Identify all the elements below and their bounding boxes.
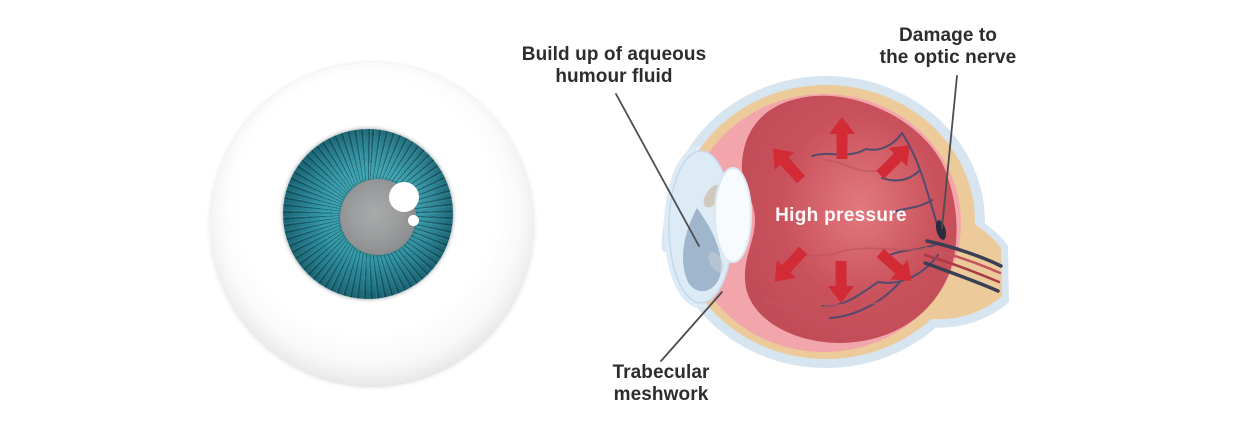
lens [714, 167, 752, 263]
aqueous-humour-buildup [682, 208, 722, 292]
pressure-arrow-down-right [876, 248, 912, 282]
leader-line-optic-nerve [941, 75, 958, 229]
pressure-arrows [772, 117, 912, 303]
label-high-pressure: High pressure [775, 205, 907, 226]
label-trabecular-meshwork: Trabecular meshwork [612, 362, 710, 406]
pressure-arrow-up [829, 117, 855, 159]
leader-line-aqueous [615, 93, 700, 247]
label-optic-nerve-damage: Damage to the optic nerve [879, 25, 1017, 69]
pressure-arrow-up-left [772, 148, 806, 184]
pressure-arrow-down-left [774, 246, 808, 282]
eye-highlight-small [408, 215, 419, 226]
pressure-arrow-down [828, 261, 854, 303]
leader-line-trabecular [660, 291, 723, 362]
pressure-arrow-up-right [876, 145, 910, 179]
label-aqueous-buildup: Build up of aqueous humour fluid [521, 44, 707, 88]
eye-highlight-large [389, 182, 419, 212]
leader-lines [615, 75, 958, 362]
retinal-vessels-dark [811, 132, 941, 319]
iris-wedge-bottom [708, 252, 724, 272]
optic-nerve-damage-spot [935, 220, 947, 240]
optic-nerve-fibres [923, 239, 1003, 293]
